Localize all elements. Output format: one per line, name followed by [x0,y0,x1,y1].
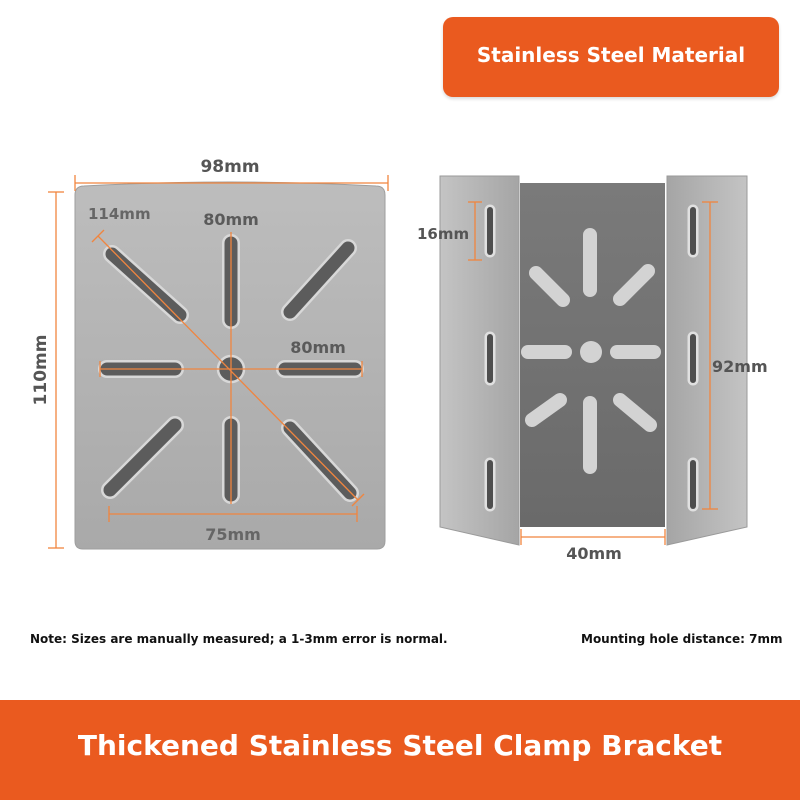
dim-slot-length-label: 16mm [417,225,469,243]
right-wing [666,175,748,546]
title-banner: Thickened Stainless Steel Clamp Bracket [0,700,800,800]
dim-line-diagonal [97,235,359,501]
measurement-note: Note: Sizes are manually measured; a 1-3… [30,632,448,646]
side-view: 16mm 92mm 40mm [417,175,768,563]
dim-bottom-span-label: 75mm [205,525,261,544]
dim-horizontal-span-label: 80mm [290,338,346,357]
dim-width-label: 98mm [200,157,259,177]
material-badge: Stainless Steel Material [443,17,779,97]
left-wing [439,175,520,546]
material-badge-text: Stainless Steel Material [476,43,746,67]
front-view: 98mm 110mm 114mm 80mm 80mm 75mm [31,157,389,550]
bracket-diagram: 98mm 110mm 114mm 80mm 80mm 75mm [31,157,768,563]
dim-height-label: 110mm [31,335,51,406]
dim-inner-width-label: 40mm [566,544,622,563]
product-title: Thickened Stainless Steel Clamp Bracket [77,729,723,762]
dim-vertical-span-label: 80mm [203,210,259,229]
hole-distance-note: Mounting hole distance: 7mm [581,632,783,646]
dim-diagonal-label: 114mm [88,205,151,223]
dim-clamp-height-label: 92mm [712,357,768,376]
